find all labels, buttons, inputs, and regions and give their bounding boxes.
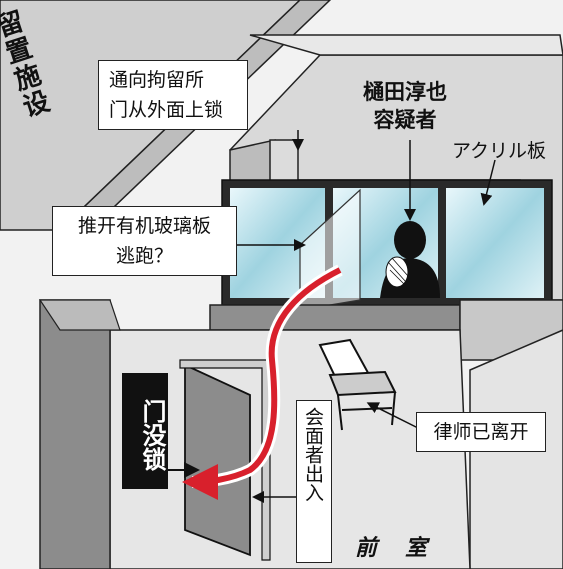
left-partition: [39, 299, 111, 569]
suspect-title: 容疑者: [373, 108, 437, 132]
escape-line2: 逃跑？: [115, 245, 173, 267]
left-partition-top: [38, 299, 121, 331]
visitor-entry-callout: 会面者出入: [296, 400, 332, 563]
door-lock-line1: 通向拘留所: [109, 69, 205, 91]
pointer-lawyer: [366, 402, 419, 429]
front-room-label: 前室: [355, 536, 456, 561]
suspect-name: 樋田淳也: [363, 80, 447, 104]
open-door: [184, 363, 251, 557]
escape-callout: 推开有机玻璃板 逃跑？: [52, 206, 237, 276]
pointer-acrylic: [480, 159, 496, 206]
suspect-label: 樋田淳也 容疑者: [355, 78, 455, 134]
glass-pane-3: [446, 188, 544, 298]
suspect-silhouette: [380, 221, 440, 298]
escape-arrow-core: [182, 267, 342, 500]
escape-line1: 推开有机玻璃板: [77, 215, 211, 237]
acrylic-label: アクリル板: [452, 140, 547, 162]
lawyer-left-callout: 律师已离开: [416, 412, 546, 452]
door-lock-line2: 门从外面上锁: [109, 99, 224, 121]
lawyer-chair: [318, 338, 397, 431]
counter-ledge: [209, 304, 461, 331]
back-wall-top: [249, 34, 563, 56]
door-lock-callout: 通向拘留所 门从外面上锁: [98, 60, 248, 130]
door-unlocked-label: 门没锁: [122, 373, 168, 489]
